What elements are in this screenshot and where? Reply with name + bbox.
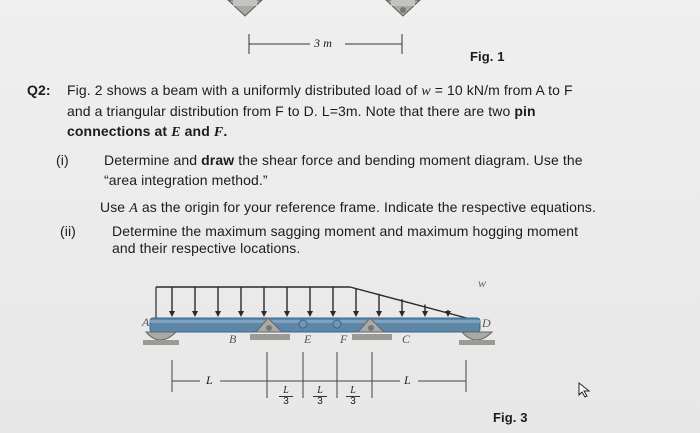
load-arrow-head [376,311,382,317]
load-arrow-head [307,311,313,317]
support-D [459,331,495,345]
part-ii-line-1: Determine the maximum sagging moment and… [112,223,579,239]
question-label: Q2: [27,82,51,98]
question-line-3: connections at E and F. [67,123,227,141]
dim-fraction-3: L 3 [346,386,360,407]
part-ii-number: (ii) [60,223,76,239]
part-i-line-3: Use A as the origin for your reference f… [100,199,596,217]
fig3-caption: Fig. 3 [493,410,528,425]
fig1-caption: Fig. 1 [470,49,505,64]
load-arrow-head [353,311,359,317]
load-arrow-head [445,311,451,317]
load-arrow-head [422,311,428,317]
question-line-1: Fig. 2 shows a beam with a uniformly dis… [67,82,573,100]
point-label-E: E [304,332,312,346]
load-arrow-head [284,311,290,317]
support-F [352,317,392,340]
part-i-bold: draw [201,152,235,168]
point-A-ref: A [129,201,138,216]
part-i-line-1: Determine and draw the shear force and b… [104,152,583,168]
point-E-ref: E [171,125,181,140]
dim-fraction-2-num: L [317,385,323,396]
question-line-1-tail: = 10 kN/m from A to F [430,82,573,98]
point-label-D: D [482,316,491,330]
point-label-F: F [340,332,348,346]
load-arrow-head [238,311,244,317]
point-label-C: C [402,332,411,346]
load-arrow-head [192,311,198,317]
fig1-dimension-label: 3 m [314,36,332,50]
hinge-E [298,319,308,329]
question-line-2-bold: pin [514,103,536,119]
support-A [143,331,179,345]
part-i-text-a: Determine and [104,152,198,168]
w-symbol: w [421,84,431,99]
load-arrows [169,287,451,317]
load-arrow-head [169,311,175,317]
dim-fraction-3-den: 3 [346,396,360,407]
load-arrow-head [261,311,267,317]
support-B [250,317,290,340]
hinge-F [332,319,342,329]
mouse-cursor-icon [578,381,591,398]
part-i-number: (i) [56,152,69,168]
dim-fraction-1: L 3 [279,386,293,407]
distributed-load [155,286,475,321]
fig1-left-support-base [233,0,257,6]
load-label-w: w [478,276,487,290]
load-arrow-head [399,311,405,317]
part-i-line-2: “area integration method.” [104,172,268,188]
dim-fraction-2: L 3 [313,386,327,407]
part-i-line-3a: Use [100,199,126,215]
point-label-A: A [142,315,150,329]
question-line-2: and a triangular distribution from F to … [67,103,536,119]
part-ii-line-2: and their respective locations. [112,240,301,256]
load-arrow-head [330,311,336,317]
fig1-drawing [227,0,421,54]
load-arrow-head [215,311,221,317]
question-line-3-dot: . [223,123,228,139]
question-line-2-text: and a triangular distribution from F to … [67,103,511,119]
question-line-3-and: and [184,123,210,139]
point-label-B: B [229,332,237,346]
question-line-1-text: Fig. 2 shows a beam with a uniformly dis… [67,82,418,98]
point-F-ref: F [213,125,224,140]
dim-label-L-left: L [206,373,213,387]
dim-label-L-right: L [404,373,411,387]
fig1-right-support-base [391,0,415,6]
dim-fraction-3-num: L [350,385,356,396]
dim-fraction-2-den: 3 [313,396,327,407]
dim-fraction-1-den: 3 [279,396,293,407]
dimension-lines [171,352,467,398]
dim-fraction-1-num: L [283,385,289,396]
question-line-3-text: connections at [67,123,168,139]
part-i-line-3b: as the origin for your reference frame. … [141,199,596,215]
part-i-text-b: the shear force and bending moment diagr… [238,152,583,168]
